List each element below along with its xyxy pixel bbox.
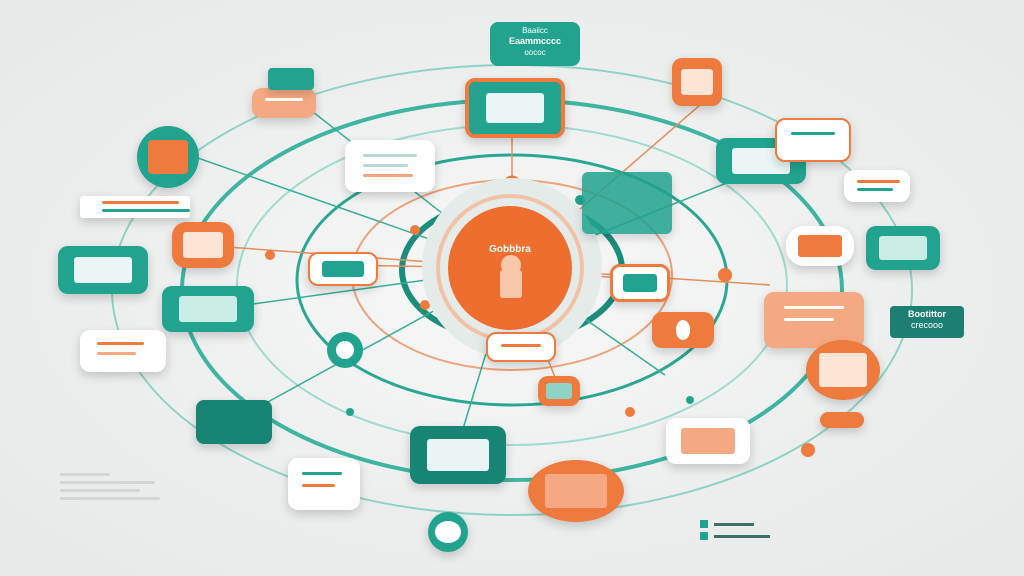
clipboard-icon[interactable] (672, 58, 722, 106)
right-callout-line-2: crecooo (910, 320, 944, 330)
mail-icon[interactable] (666, 418, 750, 464)
coffee-icon[interactable] (806, 340, 880, 400)
top-callout-line-1: Baaiicc (522, 26, 548, 35)
camera-icon[interactable] (610, 264, 670, 302)
legend-line (714, 535, 770, 538)
screen-icon[interactable] (308, 252, 378, 286)
legend (700, 520, 780, 544)
document-stack-icon[interactable] (268, 68, 314, 90)
top-callout-line-3: oococ (524, 48, 546, 57)
legend-swatch (700, 532, 708, 540)
tray-icon[interactable] (528, 460, 624, 522)
right-callout-line-1: Bootittor (908, 309, 946, 319)
top-callout-line-2: Eaammcccc (508, 36, 562, 46)
file-icon[interactable] (288, 458, 360, 510)
card-icon[interactable] (786, 226, 854, 266)
ring-node (801, 443, 815, 457)
home-icon[interactable] (196, 400, 272, 444)
phone-icon[interactable] (410, 426, 506, 484)
top-callout: Baaiicc Eaammcccc oococ (490, 22, 580, 66)
hand-icon[interactable] (428, 512, 468, 552)
center-label: Gobbbra (489, 244, 531, 255)
legend-line (714, 523, 754, 526)
inbox-icon[interactable] (764, 292, 864, 348)
browser-icon[interactable] (844, 170, 910, 202)
ring-node (625, 407, 635, 417)
presentation-icon[interactable] (162, 286, 254, 332)
wallet-icon[interactable] (486, 332, 556, 362)
caption-placeholder (60, 468, 160, 505)
target-icon[interactable] (652, 312, 714, 348)
gear-icon[interactable] (137, 126, 199, 188)
legend-swatch (700, 520, 708, 528)
checklist-icon[interactable] (775, 118, 851, 162)
chart-icon[interactable] (80, 330, 166, 372)
ring-node (265, 250, 275, 260)
calendar-icon[interactable] (866, 226, 940, 270)
folder-icon[interactable] (252, 88, 316, 118)
document-icon[interactable] (345, 140, 435, 192)
building-icon[interactable] (582, 172, 672, 234)
right-callout: Bootittor crecooo (890, 306, 964, 338)
monitor-icon[interactable] (465, 78, 565, 138)
ring-node-inner (336, 341, 354, 359)
ring-node (410, 225, 420, 235)
hub-icon (500, 270, 522, 298)
ring-node (420, 300, 430, 310)
list-icon[interactable] (80, 196, 190, 218)
user-icon[interactable] (172, 222, 234, 268)
ring-node (686, 396, 694, 404)
ring-node (346, 408, 354, 416)
ring-node (718, 268, 732, 282)
photo-icon[interactable] (538, 376, 580, 406)
cart-icon[interactable] (58, 246, 148, 294)
bell-icon[interactable] (820, 412, 864, 428)
